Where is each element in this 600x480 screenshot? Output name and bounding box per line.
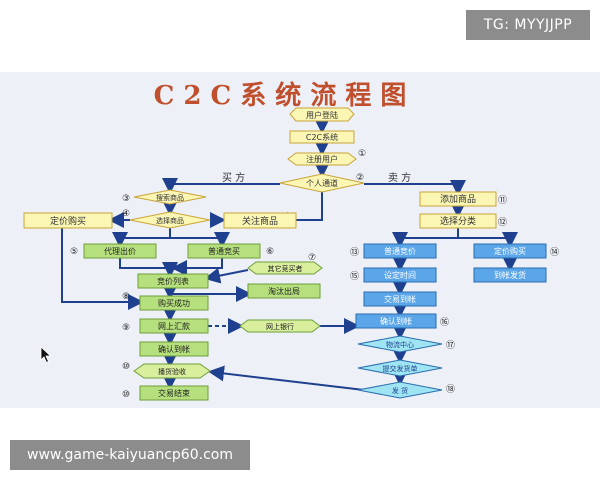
node-search-goods: 搜索商品 [133,189,207,205]
arrow-proxy-to-list [119,258,178,278]
svg-text:提交发货单: 提交发货单 [383,364,418,373]
mouse-pointer-icon [40,346,52,364]
node-ship-on-arrival: 到帐发货 [473,267,547,283]
arrow-other-to-list [204,267,249,284]
step-10: ⑩ [122,362,130,372]
node-set-time: 设定时间 [363,267,437,283]
svg-text:定价购买: 定价购买 [50,215,86,227]
arrow-category-to-fixed [458,232,518,248]
step-6: ⑥ [266,247,274,257]
svg-text:交易到帐: 交易到帐 [384,294,416,304]
svg-text:用户登陆: 用户登陆 [306,110,338,120]
seller-label: 卖 方 [388,171,411,184]
node-c2c-system: C2C系统 [289,130,355,144]
step-16: ⑯ [440,317,449,328]
node-register: 注册用户 [287,152,357,166]
step-13: ⑬ [350,247,359,258]
svg-text:个人通道: 个人通道 [306,178,338,188]
step-15: ⑮ [350,271,359,282]
svg-text:发 货: 发 货 [392,386,408,395]
step-12: ⑫ [498,217,507,228]
c2c-flowchart: C 2 C 系 统 流 程 图 [23,80,559,401]
svg-text:购买成功: 购买成功 [158,298,190,308]
arrow-list-to-eliminated [169,286,252,302]
node-trade-end: 交易结束 [139,385,209,401]
step-1: ① [358,149,366,159]
svg-text:C2C系统: C2C系统 [306,132,338,142]
node-personal-channel: 个人通道 [279,173,365,193]
svg-text:确认到帐: 确认到帐 [380,316,412,326]
svg-text:淘汰出局: 淘汰出局 [268,286,300,296]
node-login: 用户登陆 [289,107,355,122]
buyer-label: 买 方 [222,171,245,184]
svg-text:网上汇款: 网上汇款 [158,321,190,331]
svg-text:播货验收: 播货验收 [158,367,186,376]
node-trade-to-account: 交易到帐 [363,291,437,307]
node-follow-goods: 关注商品 [223,212,297,229]
svg-text:设定时间: 设定时间 [384,270,416,280]
arrow-select-to-normal [170,232,230,248]
step-14: ⑭ [550,247,559,258]
arrow-fixed-to-success [61,228,144,310]
node-eliminated: 淘汰出局 [247,283,321,299]
node-normal-bid-right: 普通竞价 [363,243,437,259]
step-18: ⑱ [446,384,455,395]
arrow-category-to-normalbid [392,228,459,248]
svg-text:定价购买: 定价购买 [494,246,526,256]
node-fixed-buy-right: 定价购买 [473,243,547,259]
site-url-banner: www.game-kaiyuancp60.com [10,440,250,470]
node-logistics-center: 物流中心 [357,335,443,353]
step-3: ③ [122,194,130,204]
node-fixed-buy-left: 定价购买 [23,212,113,229]
step-2: ② [356,173,364,183]
svg-text:注册用户: 注册用户 [306,154,338,164]
node-select-category: 选择分类 [419,213,497,229]
step-5: ⑤ [70,247,78,257]
step-numbers: ① ② ③ ④ ⑤ ⑥ ⑦ ⑧ ⑨ ⑩ ⑪ ⑫ ⑬ ⑭ ⑮ ⑯ ⑰ ⑱ ⑩ [70,149,559,400]
svg-text:交易结束: 交易结束 [158,388,190,398]
watermark-tag: TG: MYYJJPP [466,10,590,40]
svg-text:普通竞价: 普通竞价 [384,246,416,256]
node-select-goods: 选择商品 [129,211,211,229]
node-ship: 发 货 [357,381,443,399]
step-11: ⑪ [498,195,507,206]
node-receive-goods: 播货验收 [133,363,211,379]
node-normal-bid: 普通竞买 [187,243,261,259]
step-17: ⑰ [446,340,455,351]
svg-text:其它竞买者: 其它竞买者 [268,264,303,273]
svg-text:到帐发货: 到帐发货 [494,270,526,280]
step-4: ④ [122,209,130,219]
svg-text:搜索商品: 搜索商品 [156,193,184,202]
svg-text:选择商品: 选择商品 [156,216,184,225]
step-8: ⑧ [122,292,130,302]
svg-text:确认到帐: 确认到帐 [158,344,190,354]
svg-text:竞价列表: 竞价列表 [157,276,189,286]
diagram-title: C 2 C 系 统 流 程 图 [154,80,407,111]
node-online-remit: 网上汇款 [139,318,209,334]
node-bid-list: 竞价列表 [137,273,209,289]
node-proxy-bid: 代理出价 [83,243,157,259]
svg-text:添加商品: 添加商品 [440,193,476,205]
node-confirm-receipt: 确认到帐 [139,341,209,357]
step-9: ⑨ [122,323,130,333]
step-7: ⑦ [308,253,316,263]
node-other-bidders: 其它竞买者 [247,261,323,275]
arrow-ship-to-receive [208,365,365,391]
arrow-channel-to-add [364,180,466,196]
step-19: ⑩ [122,390,130,400]
svg-text:物流中心: 物流中心 [386,340,414,349]
svg-text:代理出价: 代理出价 [104,246,136,256]
diagram-panel [0,72,600,408]
node-confirm-account-right: 确认到帐 [355,313,437,329]
node-online-bank: 网上银行 [239,319,321,333]
node-deliver-goods: 提交发货单 [357,359,443,377]
svg-text:普通竞买: 普通竞买 [208,246,240,256]
svg-text:网上银行: 网上银行 [266,322,294,331]
svg-text:关注商品: 关注商品 [242,215,278,227]
node-add-goods: 添加商品 [419,191,497,207]
node-purchase-success: 购买成功 [139,295,209,311]
arrow-channel-to-search [162,178,280,194]
svg-text:选择分类: 选择分类 [440,215,476,227]
arrow-select-to-proxy [112,228,171,248]
